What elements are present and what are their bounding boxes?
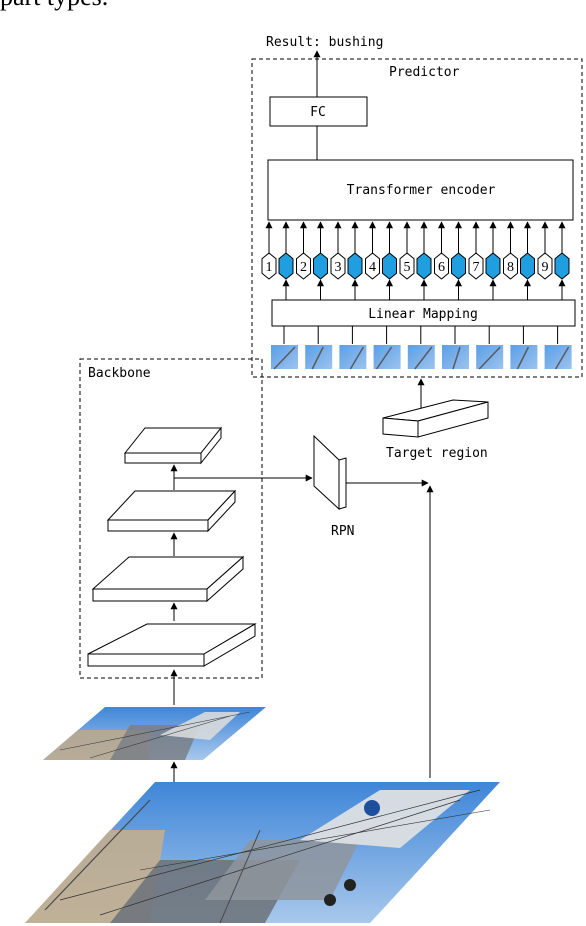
rpn-label: RPN [331,524,354,539]
target-region-label: Target region [386,446,488,461]
fc-label: FC [310,105,326,120]
backbone-layer-1 [87,623,257,667]
backbone-title: Backbone [88,366,151,381]
backbone-block: Backbone [79,358,263,679]
linear-mapping-box [271,299,576,327]
backbone-dashed-box [79,358,263,679]
rpn-block: RPN [313,434,354,539]
position-token-number: 7 [473,260,480,275]
position-token [296,252,311,280]
image-patch-detail [478,346,501,370]
patch-embedding-token [278,252,294,280]
patch-embedding-token [382,252,397,280]
patch-embedding-token [451,252,466,280]
patch-row [271,326,572,370]
rpn-plate [313,434,340,511]
predictor-title: Predictor [389,65,460,80]
fc-box [269,96,368,127]
transformer-encoder-box [267,159,574,221]
position-token-number: 2 [300,260,307,275]
position-token [365,252,380,280]
header-text: part types. [0,0,108,12]
image-patch-detail [554,346,570,370]
position-token [399,252,415,280]
position-token-number: 9 [542,260,549,275]
image-patch-detail [273,346,296,370]
position-token-number: 4 [369,260,376,275]
position-token-number: 1 [266,260,273,275]
patch-embedding-token [485,252,501,280]
position-token [468,252,484,280]
transformer-encoder-label: Transformer encoder [347,183,496,198]
position-token [503,252,518,280]
patch-embedding-token [520,252,535,280]
image-patch [373,345,401,369]
linear-mapping-label: Linear Mapping [368,307,478,322]
target-region-block: Target region [382,399,489,461]
image-patch-detail [349,346,365,370]
position-token-number: 3 [335,260,342,275]
position-token [330,252,346,280]
image-patch-detail [516,346,530,370]
position-token-number: 5 [404,260,411,275]
target-box-side [417,401,489,438]
patch-embedding-token [347,252,363,280]
position-token [261,252,277,280]
patch-embedding-token [416,252,432,280]
target-box-front [382,417,419,438]
result-label: Result: bushing [266,35,383,50]
image-patch-detail [452,346,461,370]
patch-embedding-token [313,252,328,280]
position-token [434,252,449,280]
backbone-layer-3 [106,489,237,533]
predictor-dashed-box [251,58,583,378]
token-row: 1 2 3 4 5 6 7 8 9 [261,221,570,300]
patch-embedding-token [554,252,570,280]
position-token [537,252,553,280]
image-patch-detail [375,346,393,370]
predictor-block: Predictor Result: bushing FC Transformer… [251,35,583,378]
image-patch-detail [311,346,324,370]
rpn-plate-edge [338,457,347,510]
input-image-small [43,707,266,760]
position-token-number: 8 [507,260,514,275]
backbone-layer-4 [123,426,223,465]
input-image-large [25,782,500,924]
image-patch [442,345,469,369]
image-patch-detail [414,346,433,370]
position-token-number: 6 [438,260,445,275]
backbone-layer-2 [91,555,245,603]
